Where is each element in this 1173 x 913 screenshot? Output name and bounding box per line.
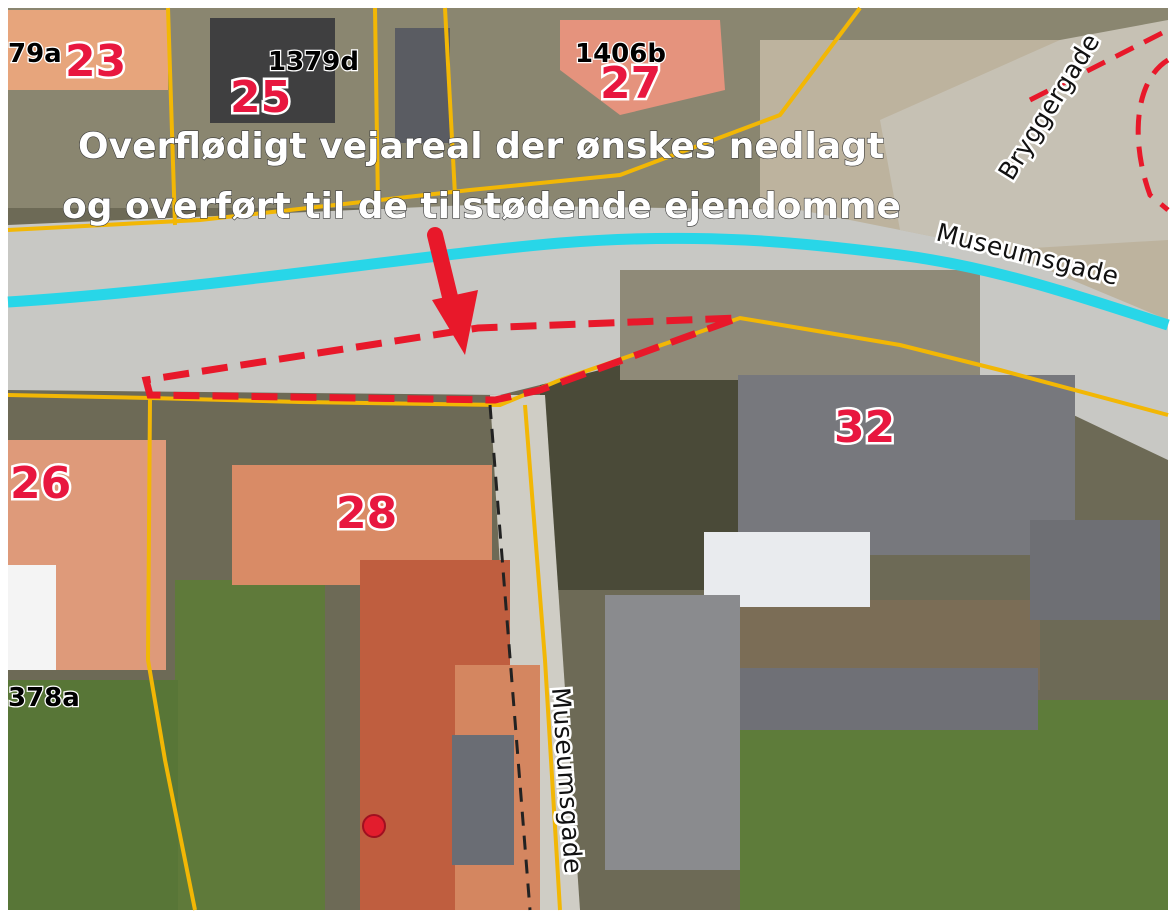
- building-32-wing: [1030, 520, 1160, 620]
- highlight-east-curve: [1135, 57, 1170, 212]
- annotation-line-2: og overført til de tilstødende ejendomme: [62, 186, 901, 227]
- building-shed: [395, 28, 450, 143]
- lawn-southeast: [740, 700, 1168, 910]
- building-32-glass: [704, 532, 870, 607]
- highlight-northeast: [1028, 27, 1170, 103]
- boundary-v2: [373, 7, 380, 206]
- boundary-south: [7, 315, 1169, 417]
- cadastral-id-1406b: 1406b: [575, 39, 666, 69]
- parking-north: [620, 270, 980, 380]
- building-23: [8, 10, 168, 90]
- parcel-number-27: 27: [600, 58, 661, 109]
- boundary-north: [7, 6, 862, 232]
- boundary-v1: [166, 7, 177, 226]
- road-surface-east: [880, 20, 1168, 250]
- red-arrow-head: [432, 290, 478, 355]
- parcel-number-23: 23: [65, 36, 126, 87]
- building-shed-east: [740, 668, 1038, 730]
- parcel-number-28: 28: [336, 488, 397, 539]
- building-28-roof-light: [452, 735, 514, 865]
- boundary-v3: [443, 7, 457, 196]
- cadastral-id-79a: 79a: [8, 39, 62, 69]
- parcel-number-32: 32: [834, 402, 895, 453]
- boundary-v5: [523, 404, 562, 911]
- lawn-southwest: [175, 580, 325, 910]
- road-centerline: [7, 232, 1170, 331]
- building-26-annex: [8, 565, 56, 670]
- dashed-line-south: [488, 404, 532, 911]
- cadastral-id-378a: 378a: [8, 683, 80, 713]
- parcel-number-25: 25: [230, 72, 291, 123]
- parcel-boundaries: [7, 6, 1169, 911]
- building-25: [210, 18, 335, 123]
- building-27: [560, 20, 725, 115]
- parcel-number-26: 26: [10, 458, 71, 509]
- red-arrow-icon: [427, 227, 478, 355]
- boundary-v4: [145, 397, 197, 911]
- highlight-area[interactable]: [141, 314, 740, 404]
- building-barn: [605, 595, 740, 870]
- lawn-west: [8, 680, 178, 910]
- building-32-main: [738, 375, 1075, 555]
- annotation-line-1: Overflødigt vejareal der ønskes nedlagt: [78, 126, 884, 167]
- red-arrow-shaft: [427, 227, 460, 313]
- red-dot-icon: [362, 814, 386, 838]
- cadastral-id-1379d: 1379d: [268, 47, 359, 77]
